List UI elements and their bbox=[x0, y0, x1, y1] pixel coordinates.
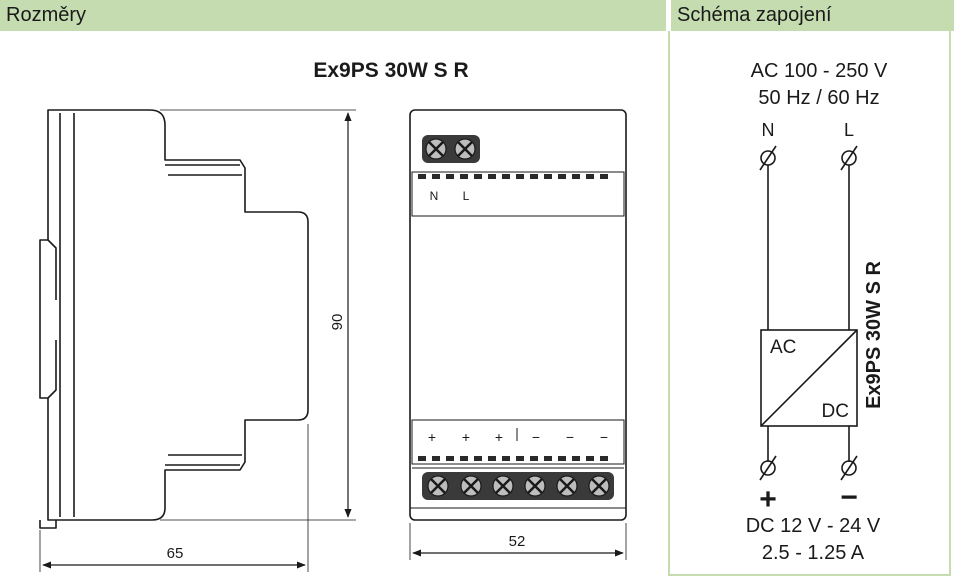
front-teeth-bottom bbox=[418, 456, 608, 461]
front-teeth-top bbox=[418, 174, 608, 179]
polarity-minus: − bbox=[840, 481, 858, 514]
front-output-label: + bbox=[462, 429, 470, 445]
dimension-height: 90 bbox=[160, 109, 356, 521]
terminal-minus-icon bbox=[840, 455, 858, 481]
header-dimensions-label: Rozměry bbox=[6, 4, 87, 26]
front-output-label: + bbox=[495, 429, 503, 445]
vertical-model-title: Ex9PS 30W S R bbox=[863, 261, 885, 409]
output-current: 2.5 - 1.25 A bbox=[762, 542, 865, 564]
bottom-terminal-block bbox=[422, 472, 614, 500]
wiring-label-l: L bbox=[844, 120, 854, 140]
screw-terminal-icon bbox=[460, 475, 482, 497]
dimension-depth: 65 bbox=[39, 424, 309, 572]
dimension-depth-label: 65 bbox=[167, 545, 184, 562]
wiring-label-n: N bbox=[762, 120, 775, 140]
converter-dc-label: DC bbox=[822, 401, 849, 422]
header-wiring: Schéma zapojení bbox=[671, 0, 954, 31]
front-view: N L + + + − − − bbox=[409, 109, 627, 521]
converter-ac-label: AC bbox=[770, 337, 796, 358]
wiring-schematic: AC 100 - 250 V 50 Hz / 60 Hz N L AC DC +… bbox=[746, 60, 888, 564]
screw-terminal-icon bbox=[454, 138, 476, 160]
side-view bbox=[39, 109, 309, 529]
screw-terminal-icon bbox=[556, 475, 578, 497]
screw-terminal-icon bbox=[588, 475, 610, 497]
front-output-label: − bbox=[566, 429, 574, 445]
input-voltage: AC 100 - 250 V bbox=[751, 60, 888, 82]
terminal-plus-icon bbox=[759, 455, 777, 481]
dimension-height-label: 90 bbox=[329, 314, 346, 331]
wiring-frame bbox=[668, 31, 951, 576]
screw-terminal-icon bbox=[427, 475, 449, 497]
header-wiring-label: Schéma zapojení bbox=[677, 4, 832, 26]
model-title: Ex9PS 30W S R bbox=[313, 59, 468, 82]
dimension-width: 52 bbox=[409, 523, 627, 560]
screw-terminal-icon bbox=[492, 475, 514, 497]
front-output-label: + bbox=[428, 429, 436, 445]
output-voltage: DC 12 V - 24 V bbox=[746, 515, 881, 537]
screw-terminal-icon bbox=[425, 138, 447, 160]
dimension-width-label: 52 bbox=[509, 533, 526, 550]
front-output-label: − bbox=[532, 429, 540, 445]
front-output-label: − bbox=[600, 429, 608, 445]
header-dimensions: Rozměry bbox=[0, 0, 666, 31]
front-label-n: N bbox=[430, 189, 439, 203]
front-label-l: L bbox=[463, 189, 470, 203]
converter-box bbox=[760, 329, 858, 427]
screw-terminal-icon bbox=[524, 475, 546, 497]
input-frequency: 50 Hz / 60 Hz bbox=[758, 87, 879, 109]
polarity-plus: + bbox=[759, 483, 777, 516]
